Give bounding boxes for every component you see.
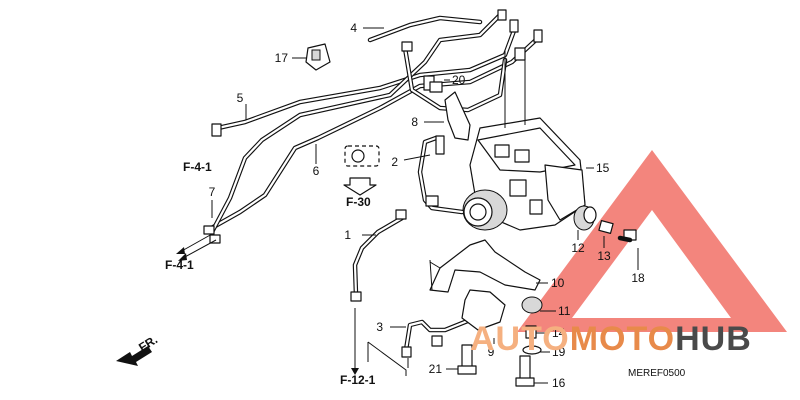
watermark-part-hub: HUB: [675, 320, 752, 358]
mounting-bracket: [429, 239, 541, 331]
watermark-text: AUTOMOTOHUB: [470, 320, 752, 358]
callout-2: 2: [391, 155, 398, 169]
callout-7: 7: [209, 185, 216, 199]
watermark-part-auto: AUTO: [470, 320, 570, 358]
callout-8: 8: [411, 115, 418, 129]
callout-20: 20: [452, 73, 466, 87]
callout-4: 4: [350, 21, 357, 35]
rubber-mounts: [521, 205, 637, 314]
callout-21: 21: [429, 362, 443, 376]
callout-9: 9: [488, 345, 495, 359]
callout-12: 12: [571, 241, 585, 255]
callout-15: 15: [596, 161, 610, 175]
small-parts: [305, 43, 471, 196]
callout-16: 16: [552, 376, 566, 390]
leader-lines: [211, 27, 639, 384]
callout-3: 3: [376, 320, 383, 334]
section-ref-f121: F-12-1: [340, 373, 376, 387]
outlet-arrows: [176, 233, 217, 261]
abs-modulator: [462, 50, 586, 231]
callout-labels: 1 2 3 4 5 6 7 8 9 10 11 12 13 14 15 16 1…: [209, 21, 645, 390]
section-ref-f41-upper: F-4-1: [183, 160, 212, 174]
callout-11: 11: [558, 304, 571, 318]
callout-6: 6: [313, 164, 320, 178]
section-ref-f30: F-30: [346, 195, 371, 209]
brake-pipe-1: [350, 209, 407, 302]
callout-17: 17: [275, 51, 289, 65]
callout-1: 1: [344, 228, 351, 242]
watermark-part-moto: MOTO: [570, 320, 675, 358]
section-ref-f41-lower: F-4-1: [165, 258, 194, 272]
callout-5: 5: [237, 91, 244, 105]
callout-19: 19: [552, 345, 566, 359]
bolts: [423, 75, 542, 387]
section-references: F-4-1 F-4-1 F-30 F-12-1: [165, 160, 376, 387]
callout-18: 18: [631, 271, 645, 285]
svg-text:AUTOMOTOHUB: AUTOMOTOHUB: [470, 320, 752, 358]
front-direction-arrow: FR.: [116, 332, 160, 366]
callout-10: 10: [551, 276, 565, 290]
diagram-code: MEREF0500: [628, 368, 686, 379]
watermark-triangle: [517, 150, 787, 332]
callout-13: 13: [597, 249, 611, 263]
brake-pipe-2: [417, 135, 465, 215]
callout-14: 14: [552, 326, 566, 340]
brake-pipe-3: [401, 317, 473, 358]
